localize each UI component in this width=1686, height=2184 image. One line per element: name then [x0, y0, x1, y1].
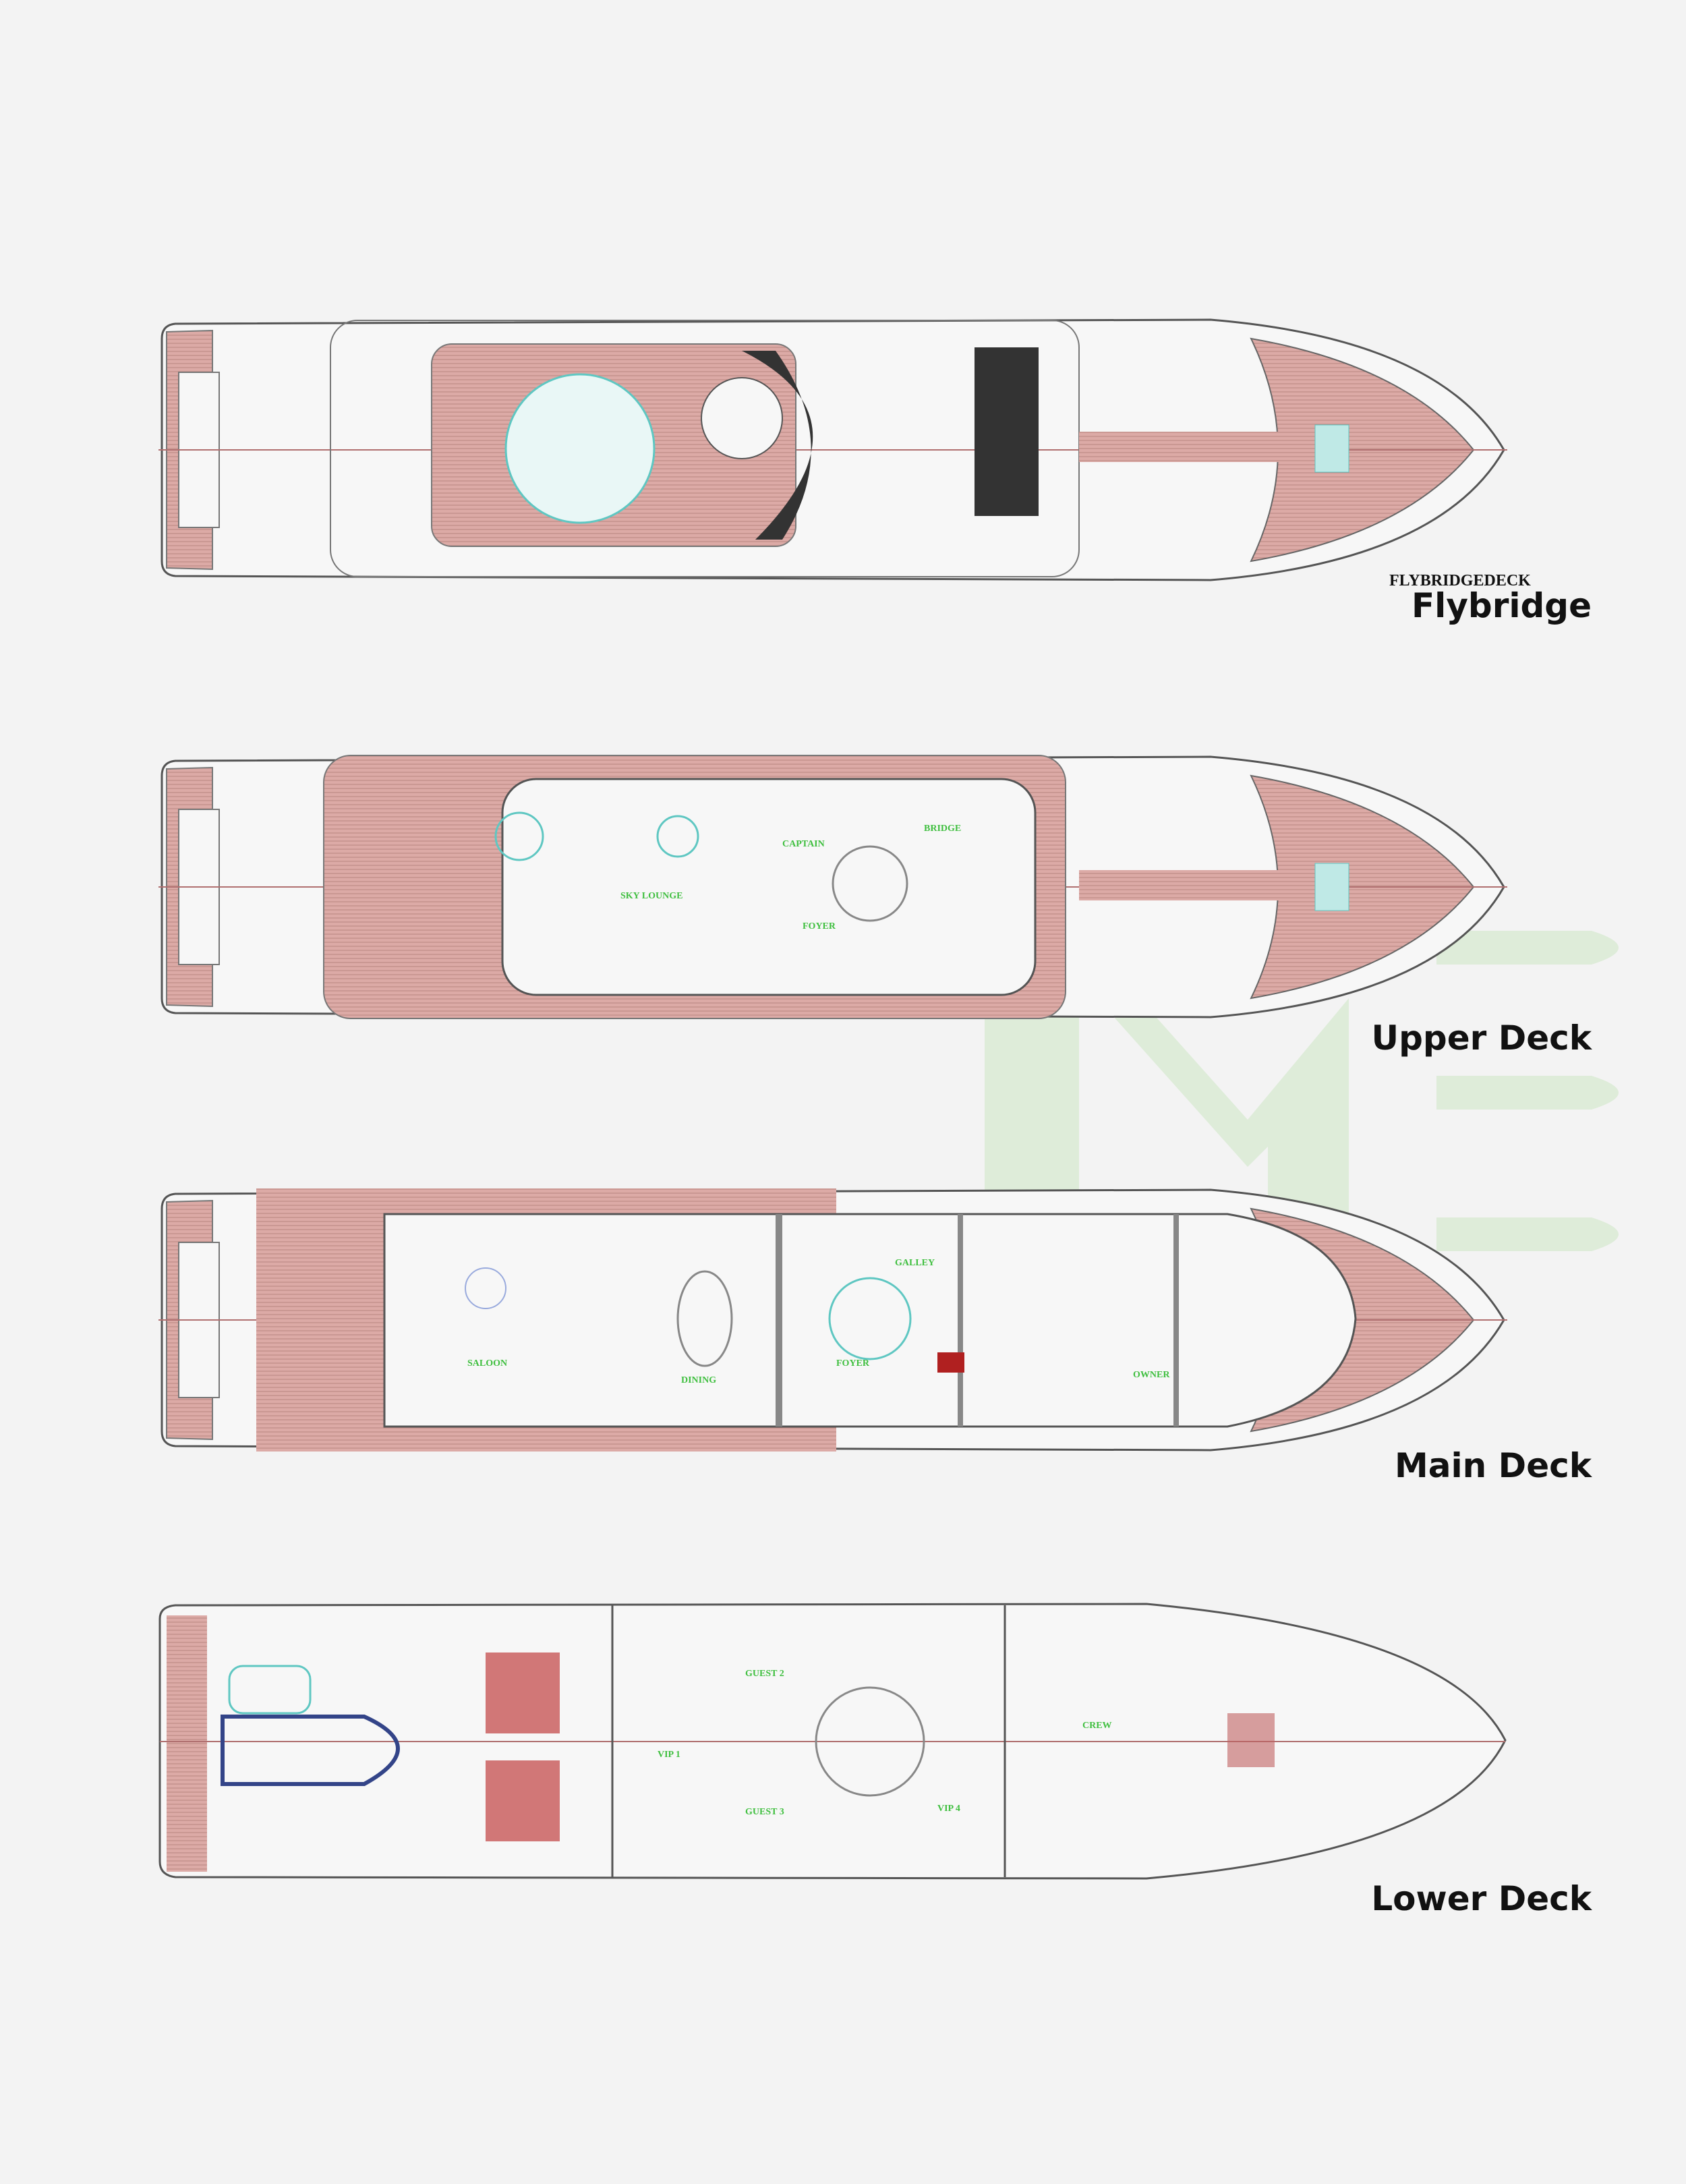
room-label: SALOON	[467, 1358, 507, 1369]
room-label: FOYER	[836, 1358, 870, 1369]
room-label: OWNER	[1133, 1370, 1170, 1380]
deck-main: SALOON DINING FOYER GALLEY OWNER Main De…	[158, 1188, 1593, 1485]
deck-label-lower-deck: Lower Deck	[1371, 1879, 1592, 1918]
room-label: FOYER	[803, 921, 836, 931]
room-label: GUEST 2	[745, 1669, 784, 1679]
flybridge-cad-title: FLYBRIDGEDECK	[1389, 572, 1531, 590]
room-label: GUEST 3	[745, 1807, 784, 1817]
room-label: VIP 4	[937, 1804, 960, 1814]
deck-lower: VIP 1 GUEST 2 GUEST 3 VIP 4 CREW Lower D…	[158, 1603, 1593, 1918]
deck-label-flybridge: Flybridge	[1412, 586, 1592, 625]
room-label: GALLEY	[895, 1258, 935, 1268]
deck-flybridge: FLYBRIDGEDECK Flybridge	[158, 320, 1592, 625]
room-label: BRIDGE	[924, 824, 961, 834]
room-label: VIP 1	[658, 1750, 680, 1760]
room-label: CREW	[1082, 1721, 1112, 1731]
deck-label-main-deck: Main Deck	[1395, 1446, 1593, 1485]
deck-label-upper-deck: Upper Deck	[1372, 1018, 1593, 1058]
deck-upper: SKY LOUNGE CAPTAIN BRIDGE FOYER Upper De…	[158, 755, 1593, 1058]
room-label: DINING	[681, 1375, 716, 1385]
room-label: CAPTAIN	[782, 839, 825, 849]
room-label: SKY LOUNGE	[620, 891, 682, 901]
